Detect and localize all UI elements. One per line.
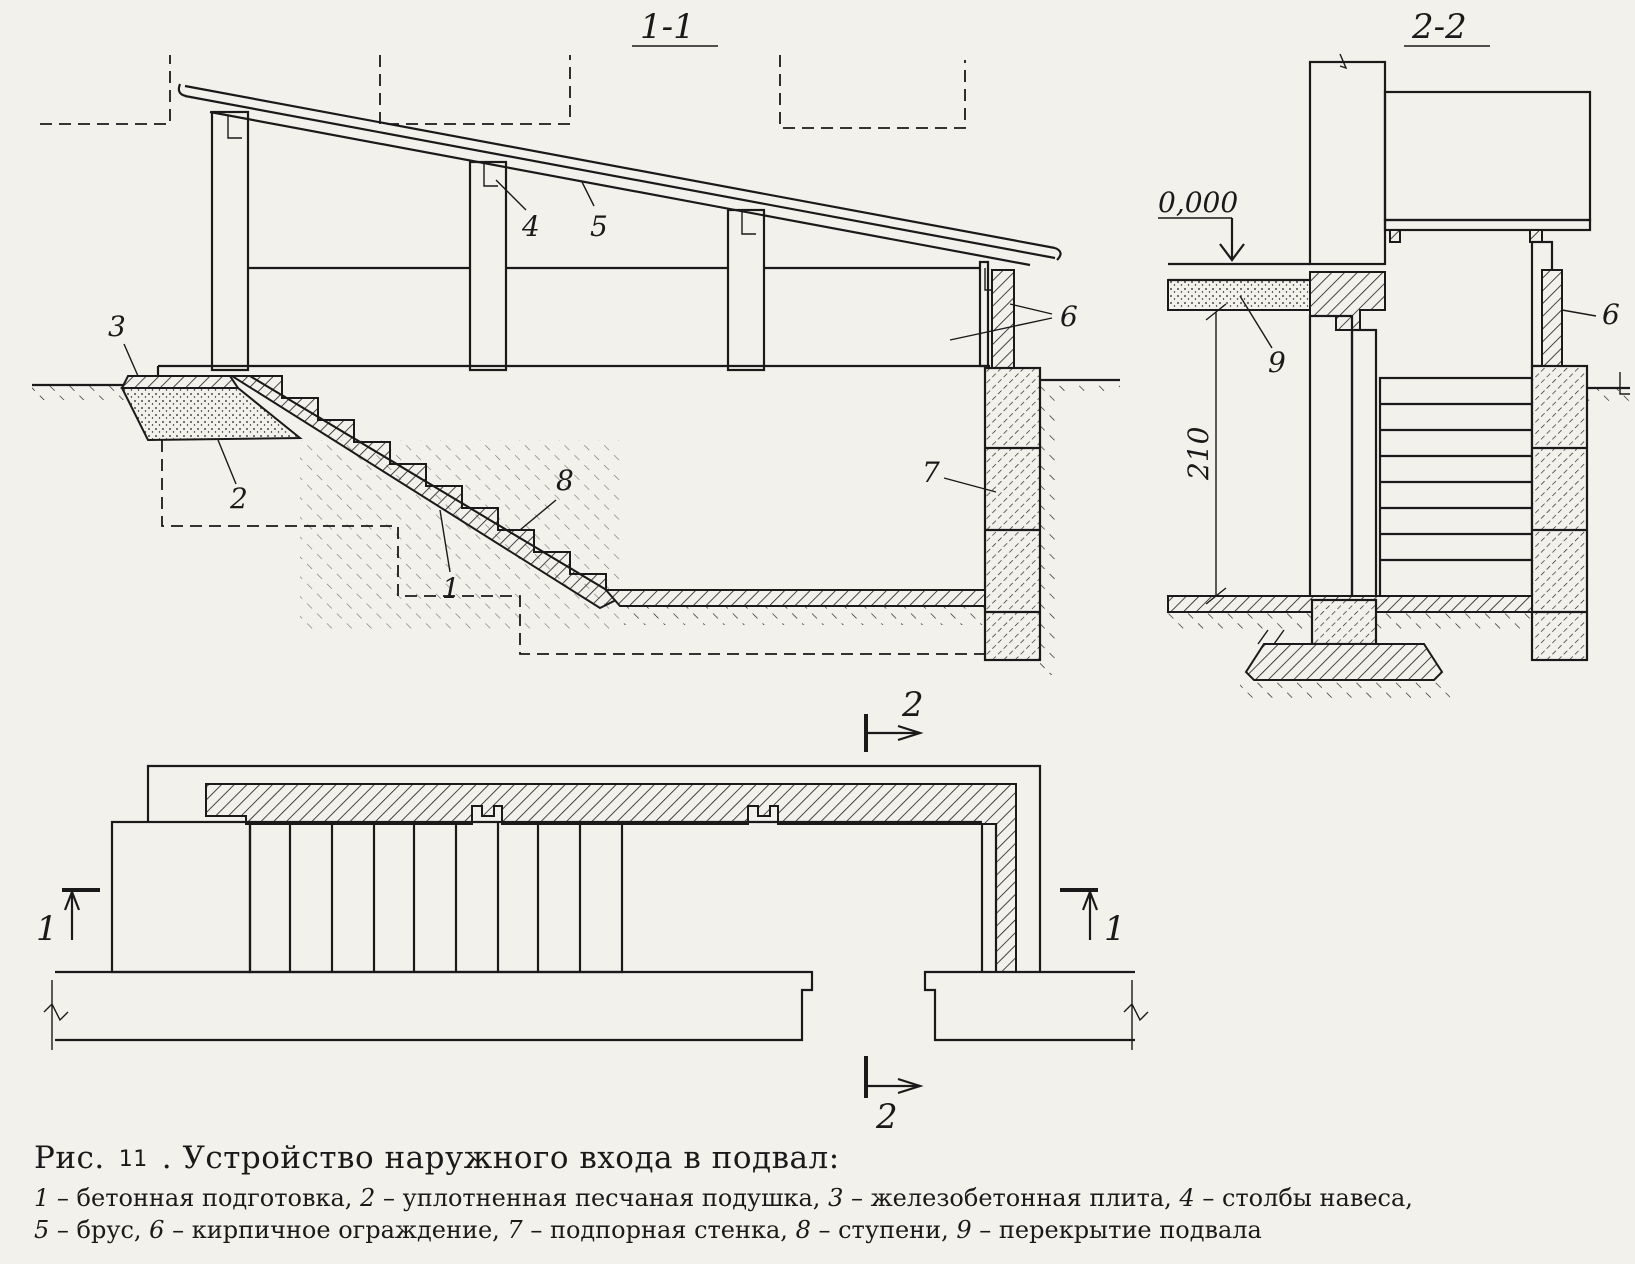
legend-text: – уплотненная песчаная подушка, xyxy=(375,1184,829,1212)
section-marker-1-left: 1 xyxy=(36,909,58,949)
legend-num: 4 xyxy=(1179,1184,1195,1212)
elevation-mark: 0,000 xyxy=(1158,186,1238,219)
section-1-1: 1-1 xyxy=(32,7,1120,675)
legend-num: 5 xyxy=(34,1216,50,1244)
label-9: 9 xyxy=(1268,346,1286,379)
caption-title-text: . Устройство наружного входа в подвал: xyxy=(161,1140,840,1176)
section-marker-1-right: 1 xyxy=(1104,909,1126,949)
section-marker-2-top: 2 xyxy=(901,685,924,725)
section-2-2-title: 2-2 xyxy=(1411,7,1467,47)
label-5: 5 xyxy=(590,210,608,243)
canopy-beam xyxy=(177,83,1062,267)
label-6-section-2: 6 xyxy=(1602,298,1620,331)
label-8: 8 xyxy=(556,464,574,497)
retaining-wall-section-2 xyxy=(1530,364,1589,662)
legend-num: 7 xyxy=(507,1216,523,1244)
caption-legend: 1 – бетонная подготовка, 2 – уплотненная… xyxy=(34,1182,1614,1246)
legend-text: – столбы навеса, xyxy=(1194,1184,1413,1212)
dimension-210: 210 xyxy=(1182,427,1215,481)
retaining-wall xyxy=(983,366,1042,662)
plan-stairs xyxy=(248,820,624,974)
figure-number: 11 xyxy=(118,1147,148,1172)
legend-num: 6 xyxy=(149,1216,165,1244)
label-7: 7 xyxy=(922,456,940,489)
basement-floor xyxy=(603,589,986,607)
plan-view: 2 1 xyxy=(36,685,1149,1137)
section-1-1-title: 1-1 xyxy=(640,7,695,47)
label-2: 2 xyxy=(229,482,248,515)
brick-fence-section-2 xyxy=(1541,269,1563,367)
legend-num: 2 xyxy=(360,1184,376,1212)
legend-text: – перекрытие подвала xyxy=(971,1216,1262,1244)
legend-text: – железобетонная плита, xyxy=(843,1184,1180,1212)
label-1: 1 xyxy=(442,572,460,605)
label-6-section-1: 6 xyxy=(1060,300,1078,333)
figure-caption: Рис. 11 . Устройство наружного входа в под… xyxy=(34,1140,1614,1246)
basement-ceiling xyxy=(1167,279,1311,311)
caption-prefix: Рис. xyxy=(34,1140,105,1176)
legend-text: – брус, xyxy=(49,1216,150,1244)
legend-text: – бетонная подготовка, xyxy=(49,1184,361,1212)
legend-text: – ступени, xyxy=(810,1216,957,1244)
legend-num: 3 xyxy=(828,1184,844,1212)
legend-text: – кирпичное ограждение, xyxy=(164,1216,508,1244)
legend-num: 9 xyxy=(956,1216,972,1244)
stairs xyxy=(246,375,621,599)
section-marker-2-bottom: 2 xyxy=(875,1097,898,1137)
caption-title: Рис. 11 . Устройство наружного входа в под… xyxy=(34,1140,1614,1176)
brick-fence xyxy=(991,269,1015,371)
label-3: 3 xyxy=(108,310,126,343)
stairs-end-view xyxy=(1378,376,1534,600)
rc-slab xyxy=(120,375,240,389)
legend-text: – подпорная стенка, xyxy=(522,1216,796,1244)
label-4: 4 xyxy=(521,210,540,243)
legend-num: 1 xyxy=(34,1184,50,1212)
section-2-2: 2-2 0,000 xyxy=(1158,7,1630,698)
footing xyxy=(1244,643,1444,681)
sand-cushion xyxy=(120,387,303,442)
legend-num: 8 xyxy=(795,1216,811,1244)
